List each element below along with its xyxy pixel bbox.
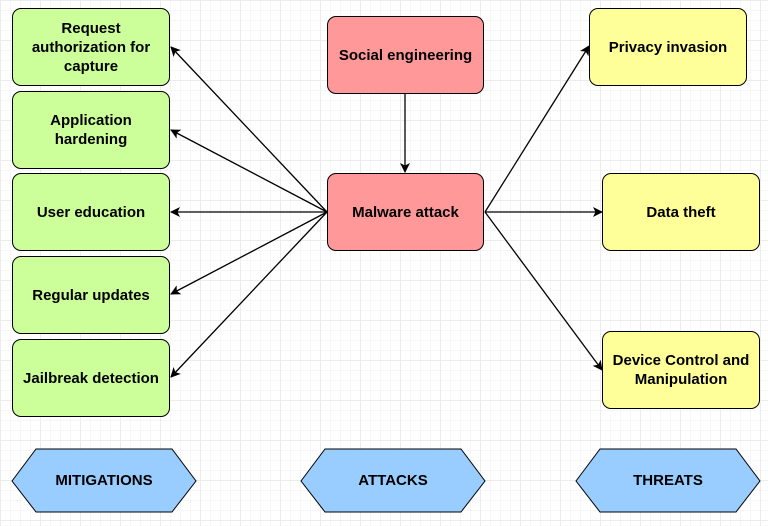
threat-data-theft-label: Data theft <box>646 203 716 221</box>
mitigations-hexagon <box>11 448 197 513</box>
mitigation-request-authorization[interactable]: Request authorization for capture <box>12 8 170 86</box>
threat-device-control-label: Device Control and Manipulation <box>612 352 750 388</box>
mitigation-request-authorization-label: Request authorization for capture <box>31 19 151 75</box>
mitigation-user-education[interactable]: User education <box>12 173 170 251</box>
mitigation-jailbreak-detection[interactable]: Jailbreak detection <box>12 339 170 417</box>
attack-social-engineering-label: Social engineering <box>338 46 473 64</box>
threats-hexagon <box>575 448 761 513</box>
arrow-malware-to-request-authorization <box>170 46 328 213</box>
threat-privacy-invasion-label: Privacy invasion <box>608 38 728 56</box>
threat-device-control[interactable]: Device Control and Manipulation <box>602 331 760 409</box>
mitigation-regular-updates[interactable]: Regular updates <box>12 256 170 334</box>
threat-privacy-invasion[interactable]: Privacy invasion <box>589 8 747 86</box>
mitigation-user-education-label: User education <box>36 203 146 221</box>
mitigation-application-hardening[interactable]: Application hardening <box>12 91 170 169</box>
threat-data-theft[interactable]: Data theft <box>602 173 760 251</box>
attack-social-engineering[interactable]: Social engineering <box>327 16 484 94</box>
arrow-malware-to-jailbreak-detection <box>170 211 328 378</box>
mitigation-application-hardening-label: Application hardening <box>50 112 132 148</box>
arrow-malware-to-application-hardening <box>170 129 328 213</box>
mitigation-regular-updates-label: Regular updates <box>32 286 150 304</box>
arrow-malware-to-device-control <box>484 211 603 371</box>
mitigation-jailbreak-detection-label: Jailbreak detection <box>23 369 159 387</box>
arrow-malware-to-privacy-invasion <box>484 45 590 213</box>
attack-malware[interactable]: Malware attack <box>327 173 484 251</box>
attacks-hexagon <box>300 448 486 513</box>
arrow-malware-to-regular-updates <box>170 211 328 295</box>
attack-malware-label: Malware attack <box>352 203 459 221</box>
